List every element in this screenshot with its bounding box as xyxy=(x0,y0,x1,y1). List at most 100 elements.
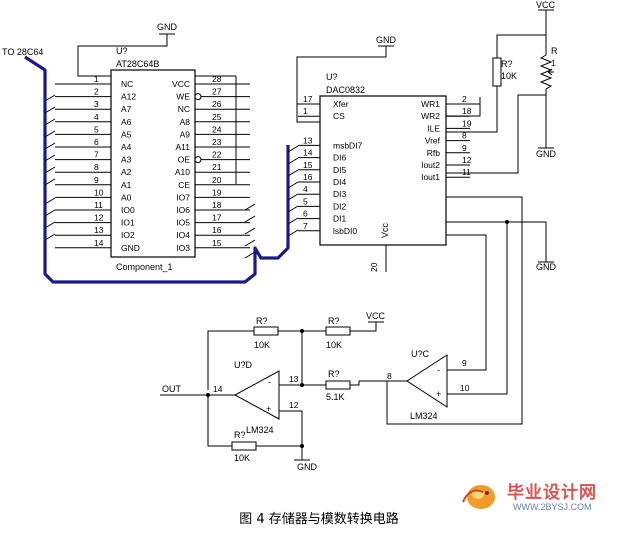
eeprom-left-pin-number: 7 xyxy=(94,150,99,160)
eeprom-left-pin-name: A5 xyxy=(121,129,132,139)
gnd-label-pot: GND xyxy=(536,149,557,159)
dac-left-pin-name: DI4 xyxy=(333,177,347,187)
eeprom-right-pin-number: 26 xyxy=(212,99,222,109)
dac-left-pin-number: 15 xyxy=(303,160,313,170)
eeprom-left-pin-name: IO0 xyxy=(121,205,135,215)
dac-body xyxy=(319,95,447,246)
eeprom-right-pin-number: 28 xyxy=(212,74,222,84)
eeprom-left-pin-name: IO1 xyxy=(121,218,135,228)
eeprom-right-pin-name: A10 xyxy=(175,167,190,177)
pot-wiper xyxy=(547,68,554,76)
r-vcc-body xyxy=(325,326,351,336)
dac-left-pin-number: 14 xyxy=(303,148,313,158)
eeprom-footer: Component_1 xyxy=(116,262,173,272)
dac-right-pin-number: 18 xyxy=(462,106,472,116)
opamp-d-pin-plus: 12 xyxy=(289,400,299,410)
opamp-c: - + 9 10 8 U?C LM324 xyxy=(359,349,470,421)
eeprom-control-wires xyxy=(195,75,237,184)
eeprom-right-pin-number: 27 xyxy=(212,87,222,97)
eeprom-left-pin-number: 13 xyxy=(94,225,104,235)
dac-vcc-pin-num: 20 xyxy=(369,262,379,272)
eeprom-left-pin-name: NC xyxy=(121,79,133,89)
dac-right-pin-name: WR1 xyxy=(421,99,440,109)
opamp-c-pin-minus: 9 xyxy=(462,358,467,368)
eeprom-left-pin-number: 4 xyxy=(94,112,99,122)
eeprom-left-pin-number: 10 xyxy=(94,187,104,197)
eeprom-left-pin-number: 6 xyxy=(94,137,99,147)
gnd-label-eeprom: GND xyxy=(157,22,178,32)
gnd-wire-eeprom xyxy=(77,33,175,77)
dac-left-pin-number: 1 xyxy=(303,106,308,116)
gnd-label-dac: GND xyxy=(376,35,397,45)
eeprom-right-pin-name: OE xyxy=(178,155,191,165)
r-mid-body xyxy=(325,380,351,390)
eeprom-left-pin-name: A1 xyxy=(121,180,132,190)
eeprom-right-pin-number: 16 xyxy=(212,225,222,235)
eeprom-right-pin-name: CE xyxy=(178,180,190,190)
eeprom-left-pin-name: A6 xyxy=(121,117,132,127)
dac-ile-wire xyxy=(446,86,498,133)
eeprom-right-pin-number: 21 xyxy=(212,162,222,172)
iout1-to-minus xyxy=(446,234,487,371)
eeprom-left-pin-number: 12 xyxy=(94,213,104,223)
opamp-d-stage: R? 10K R? 10K VCC R? 5.1K - + 13 12 14 U… xyxy=(160,311,386,472)
eeprom-right-pins: 28VCC27WE26NC25A824A923A1122OE21A1020CE1… xyxy=(172,74,250,253)
eeprom-left-pin-name: A2 xyxy=(121,167,132,177)
dac-wr-wires xyxy=(446,97,481,117)
dac-right-pin-name: Rfb xyxy=(427,148,441,158)
dac-left-pin-number: 13 xyxy=(303,135,313,145)
r-dac-value: 10K xyxy=(501,71,517,81)
junction-mid xyxy=(300,383,304,387)
opamp-c-plus: + xyxy=(436,389,441,399)
vcc-label-top: VCC xyxy=(536,0,556,10)
bus-label: TO 28C64 xyxy=(2,47,43,57)
eeprom-left-pin-name: A0 xyxy=(121,192,132,202)
pot-pin: 1 xyxy=(551,58,556,68)
r-dac-ref: R? xyxy=(501,59,513,69)
eeprom-right-pin-name: A11 xyxy=(176,142,191,152)
opamp-c-ref: U?C xyxy=(411,349,430,359)
dac-left-pin-name: lsbDI0 xyxy=(333,226,357,236)
dac-right-pin-number: 8 xyxy=(462,131,467,141)
eeprom-left-pin-number: 3 xyxy=(94,99,99,109)
vcc-label-mid: VCC xyxy=(366,311,386,321)
dac-left-pin-name: DI3 xyxy=(333,189,347,199)
dac-output-wires: GND xyxy=(386,196,557,425)
eeprom-left-pin-name: A3 xyxy=(121,155,132,165)
dac-left-pin-name: CS xyxy=(333,111,345,121)
eeprom-ref: U? xyxy=(116,46,128,56)
vcc-wire-top xyxy=(496,9,554,58)
opamp-d-part: LM324 xyxy=(246,425,274,435)
r-vcc-wire xyxy=(302,322,377,332)
reference-network: VCC R? 10K R 1 GND xyxy=(446,0,558,174)
watermark-url: WWW.2BYSJ.COM xyxy=(513,502,592,512)
eeprom-right-pin-number: 17 xyxy=(212,213,222,223)
r-gnd-ref: R? xyxy=(234,430,246,440)
eeprom-left-pin-name: A4 xyxy=(121,142,132,152)
eeprom-part: AT28C64B xyxy=(116,59,159,69)
r-dac-body xyxy=(492,57,502,87)
eeprom-right-pin-number: 18 xyxy=(212,200,222,210)
eeprom-right-pin-name: IO4 xyxy=(176,230,190,240)
opamp-d-plus: + xyxy=(266,404,271,414)
r-vcc-value: 10K xyxy=(326,340,342,350)
dac-part: DAC0832 xyxy=(326,85,365,95)
pot-body xyxy=(539,35,553,148)
r-fb-top-body xyxy=(253,326,279,336)
dac-left-pin-name: msbDI7 xyxy=(333,140,363,150)
r-gnd-wire xyxy=(207,395,302,447)
iout2-wire xyxy=(446,221,547,262)
r-fb-top-ref: R? xyxy=(256,316,268,326)
dac-right-pin-number: 19 xyxy=(462,118,472,128)
rfb-wire xyxy=(386,196,523,425)
dac-left-pin-name: Xfer xyxy=(333,99,349,109)
dac-left-pin-number: 16 xyxy=(303,172,313,182)
eeprom-left-pin-name: IO2 xyxy=(121,230,135,240)
r-gnd-value: 10K xyxy=(234,453,250,463)
eeprom-right-pin-name: IO7 xyxy=(176,192,190,202)
dac-right-pin-name: Iout1 xyxy=(421,172,440,182)
